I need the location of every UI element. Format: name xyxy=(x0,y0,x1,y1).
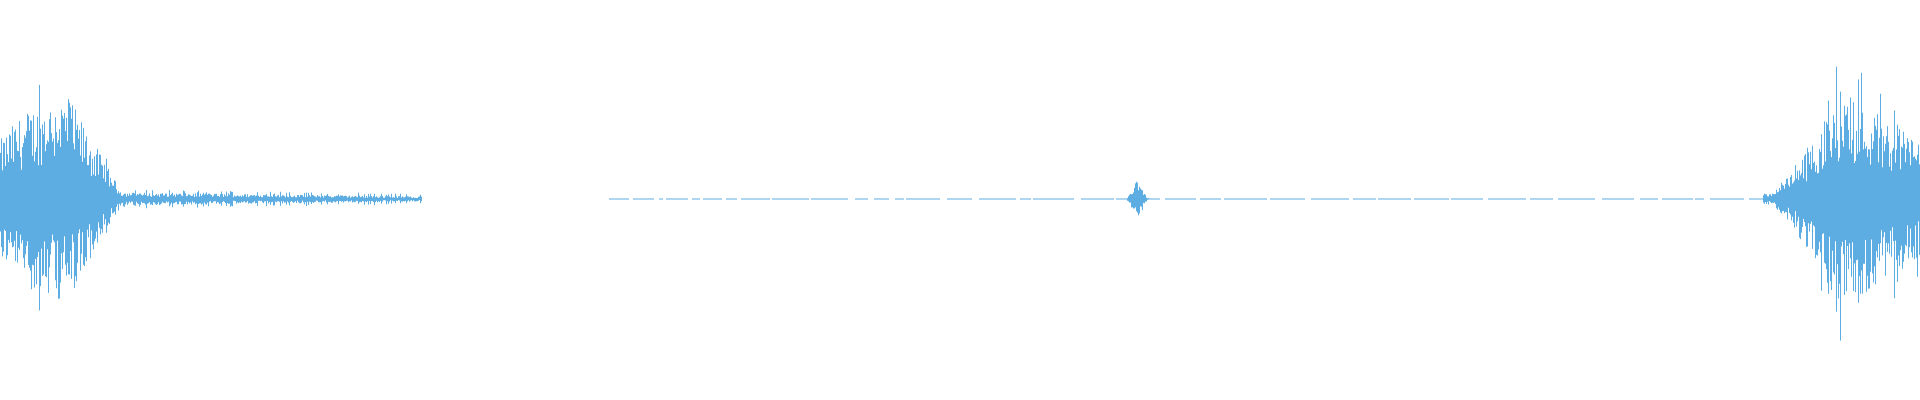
waveform-lines xyxy=(0,66,1920,341)
